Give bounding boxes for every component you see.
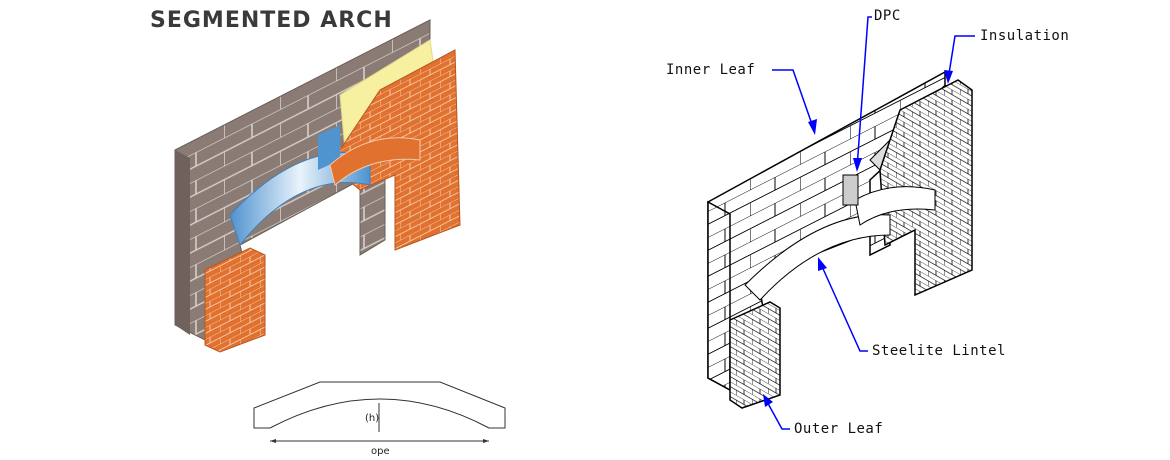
label-insulation: Insulation — [980, 28, 1070, 44]
cavity-wall-line-drawing — [707, 70, 973, 409]
label-steelite-lintel: Steelite Lintel — [872, 343, 1006, 359]
label-leaders — [764, 16, 975, 430]
label-dpc: DPC — [874, 8, 901, 24]
diagram-title: SEGMENTED ARCH — [150, 8, 393, 33]
label-inner-leaf: Inner Leaf — [666, 62, 756, 78]
height-label: (h) — [365, 413, 379, 424]
segmented-arch-illustration — [174, 19, 461, 353]
arch-profile-diagram: (h) ope — [253, 381, 506, 457]
label-outer-leaf: Outer Leaf — [794, 421, 884, 437]
opening-label: ope — [371, 446, 390, 457]
leader-arrowheads — [763, 70, 953, 407]
